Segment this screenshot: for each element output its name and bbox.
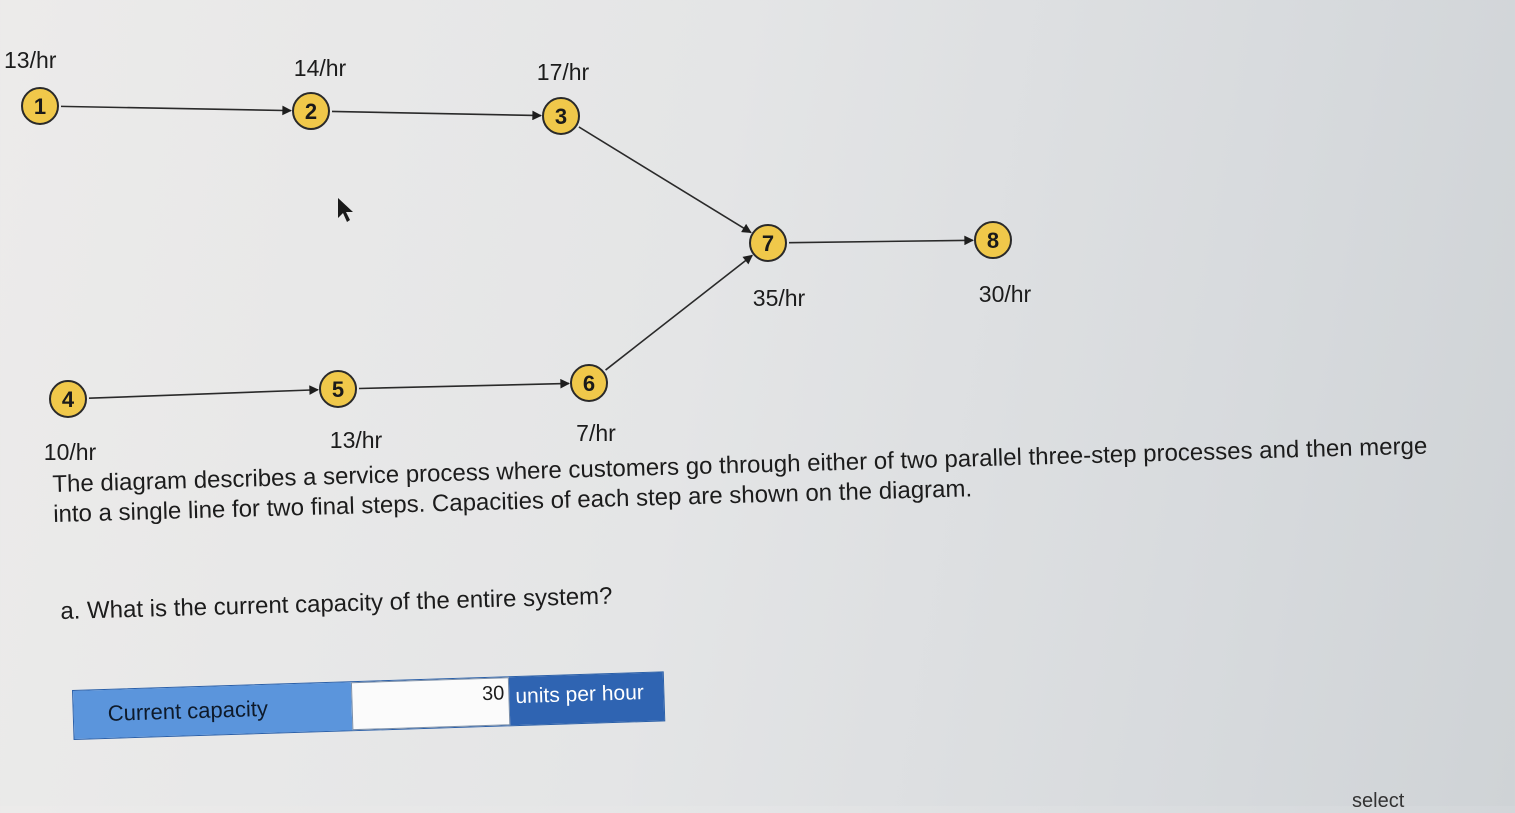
capacity-label-1: 13/hr — [4, 47, 57, 73]
edge-2-3 — [331, 110, 542, 121]
node-2: 2 14/hr — [292, 55, 347, 130]
process-flow-diagram: 1 13/hr 2 14/hr 3 17/hr 4 10/hr 5 13/hr 6 7/hr 7 35/h… — [4, 47, 1032, 465]
node-number-1: 1 — [34, 94, 46, 119]
edge-6-7 — [605, 254, 754, 371]
capacity-label-5: 13/hr — [330, 427, 383, 453]
node-circle-7 — [749, 224, 787, 262]
select-text: select — [1352, 790, 1405, 812]
edge-1-2 — [60, 105, 292, 116]
node-circle-4 — [49, 380, 87, 418]
capacity-label-6: 7/hr — [576, 420, 616, 446]
node-5: 5 13/hr — [319, 370, 383, 453]
node-number-4: 4 — [62, 387, 75, 412]
node-number-8: 8 — [987, 228, 999, 253]
node-number-2: 2 — [305, 99, 317, 124]
units-label: units per hour — [508, 672, 665, 726]
edge-5-6 — [358, 378, 570, 390]
capacity-label-7: 35/hr — [753, 285, 806, 311]
capacity-label-2: 14/hr — [294, 55, 347, 81]
capacity-input[interactable] — [350, 677, 511, 731]
node-3: 3 17/hr — [537, 59, 590, 135]
edge-3-7 — [578, 126, 752, 234]
capacity-label-8: 30/hr — [979, 281, 1032, 307]
node-circle-5 — [319, 370, 357, 408]
edge-4-5 — [88, 385, 319, 400]
node-number-5: 5 — [332, 377, 344, 402]
node-6: 6 7/hr — [570, 364, 616, 446]
question-text: a. What is the current capacity of the e… — [60, 582, 613, 625]
node-circle-1 — [21, 87, 59, 125]
capacity-label-4: 10/hr — [44, 439, 97, 465]
node-number-7: 7 — [762, 231, 774, 256]
node-1: 1 13/hr — [4, 47, 59, 125]
node-circle-8 — [974, 221, 1012, 259]
answer-row: Current capacity units per hour — [72, 671, 666, 740]
node-7: 7 35/hr — [749, 224, 806, 311]
node-4: 4 10/hr — [44, 380, 97, 465]
node-circle-3 — [542, 97, 580, 135]
capacity-label-3: 17/hr — [537, 59, 590, 85]
node-8: 8 30/hr — [974, 221, 1032, 307]
mouse-cursor-icon — [338, 198, 353, 222]
node-number-3: 3 — [555, 104, 567, 129]
node-circle-6 — [570, 364, 608, 402]
current-capacity-label: Current capacity — [73, 682, 353, 739]
edge-7-8 — [788, 235, 974, 246]
node-circle-2 — [292, 92, 330, 130]
node-number-6: 6 — [583, 371, 595, 396]
